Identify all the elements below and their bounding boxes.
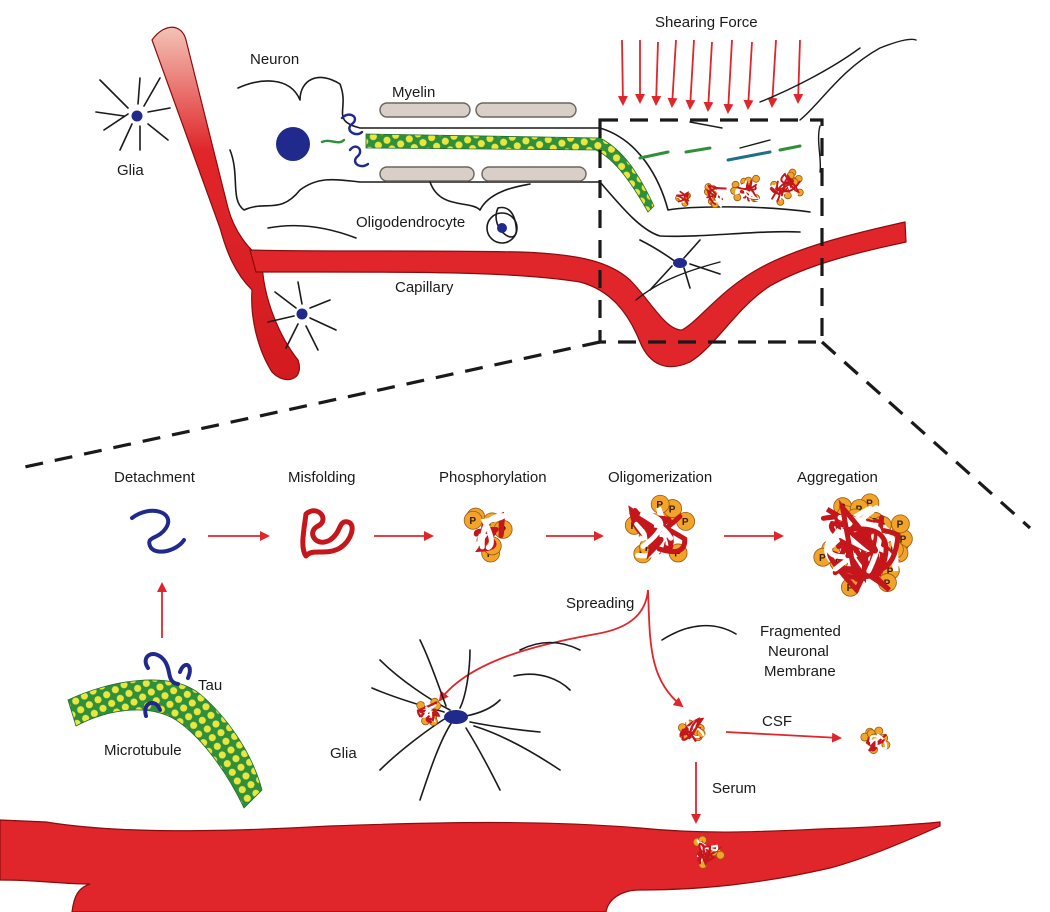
tau-strand — [845, 514, 901, 573]
arrow-spreading-to-csf — [647, 589, 684, 708]
label-membrane: Membrane — [764, 663, 836, 680]
bottom-blood-vessel — [0, 819, 941, 912]
neuron-nucleus — [276, 127, 310, 161]
label-fragmented: Fragmented — [760, 623, 841, 640]
phosphate-label: P — [488, 518, 495, 529]
zoom-line-left — [19, 340, 601, 470]
label-shearing-force: Shearing Force — [655, 14, 758, 31]
tau-strand — [479, 513, 515, 550]
tau-strand — [681, 717, 705, 742]
label-spreading: Spreading — [566, 595, 634, 612]
label-misfolding: Misfolding — [288, 469, 356, 486]
label-glia-bottom: Glia — [330, 745, 357, 762]
label-tau: Tau — [198, 677, 222, 694]
glia-cell-top — [95, 77, 171, 151]
shearing-force-arrows — [617, 39, 804, 114]
vertical-blood-vessel — [151, 26, 301, 381]
label-capillary: Capillary — [395, 279, 454, 296]
zoom-line-right — [820, 340, 1032, 530]
capillary-vessel — [249, 221, 907, 368]
glia-cell-inset — [639, 239, 721, 291]
phosphate-label: P — [669, 504, 676, 515]
tau-strand — [707, 184, 727, 201]
tau-strand — [838, 499, 889, 582]
tau-strand — [698, 842, 712, 867]
phosphate-label: P — [469, 516, 476, 527]
arrow-to-csf — [725, 731, 842, 743]
phosphate-label: P — [884, 578, 891, 589]
label-oligomerization: Oligomerization — [608, 469, 712, 486]
tau-strand — [639, 511, 674, 549]
glia-cell-capillary — [267, 281, 337, 351]
label-neuronal: Neuronal — [768, 643, 829, 660]
tau-misfolded-icon — [300, 508, 355, 559]
fragmented-membrane-line — [661, 624, 737, 641]
glia-engulfed-aggregate — [416, 697, 442, 726]
tau-strand — [869, 733, 884, 748]
label-neuron: Neuron — [250, 51, 299, 68]
tau-strand — [679, 726, 702, 739]
label-detachment: Detachment — [114, 469, 196, 486]
microtubule-with-tau — [67, 652, 263, 809]
aggregate-in-serum — [692, 835, 725, 869]
tau-strand — [715, 189, 723, 208]
phosphate-label: P — [674, 549, 681, 560]
label-phosphorylation: Phosphorylation — [439, 469, 547, 486]
phosphate-group — [716, 850, 725, 860]
label-csf: CSF — [762, 713, 792, 730]
tau-squiggles-axon — [320, 113, 370, 168]
aggregate-in-csf — [860, 726, 891, 754]
tau-strand — [425, 708, 437, 724]
label-oligodendrocyte: Oligodendrocyte — [356, 214, 465, 231]
inset-box — [598, 118, 824, 344]
inset-aggregates — [675, 168, 804, 209]
arrow-spreading-to-glia — [438, 589, 649, 702]
phosphate-label: P — [897, 520, 904, 531]
neuron-cell — [229, 76, 811, 239]
label-aggregation: Aggregation — [797, 469, 878, 486]
tau-strand — [421, 704, 437, 719]
phosphate-group — [752, 174, 760, 183]
glia-cell-bottom — [371, 639, 581, 801]
tau-strand — [736, 184, 757, 191]
tau-detached-icon — [130, 508, 186, 554]
phosphate-label: P — [900, 535, 907, 546]
axonal-microtubules — [365, 133, 655, 213]
label-glia-top: Glia — [117, 162, 144, 179]
tau-strand — [771, 172, 800, 200]
oligodendrocyte-cell — [429, 181, 531, 244]
phosphate-label: P — [847, 583, 854, 594]
tau-strand — [676, 190, 688, 203]
label-myelin: Myelin — [392, 84, 435, 101]
phosphate-label: P — [656, 500, 663, 511]
phosphate-group — [874, 726, 884, 736]
label-serum: Serum — [712, 780, 756, 797]
phosphate-label: P — [645, 543, 652, 554]
phosphate-label: P — [887, 566, 894, 577]
myelin-sheaths — [379, 102, 587, 182]
tau-strand — [683, 191, 690, 205]
fragmented-microtubules-inset — [638, 144, 802, 162]
tau-strand — [776, 177, 801, 193]
label-microtubule: Microtubule — [104, 742, 182, 759]
phosphate-label: P — [866, 499, 873, 510]
aggregate-spreading — [677, 717, 706, 743]
phosphate-label: P — [682, 517, 689, 528]
fragmented-membrane-inset — [635, 38, 917, 301]
phosphate-label: P — [819, 553, 826, 564]
